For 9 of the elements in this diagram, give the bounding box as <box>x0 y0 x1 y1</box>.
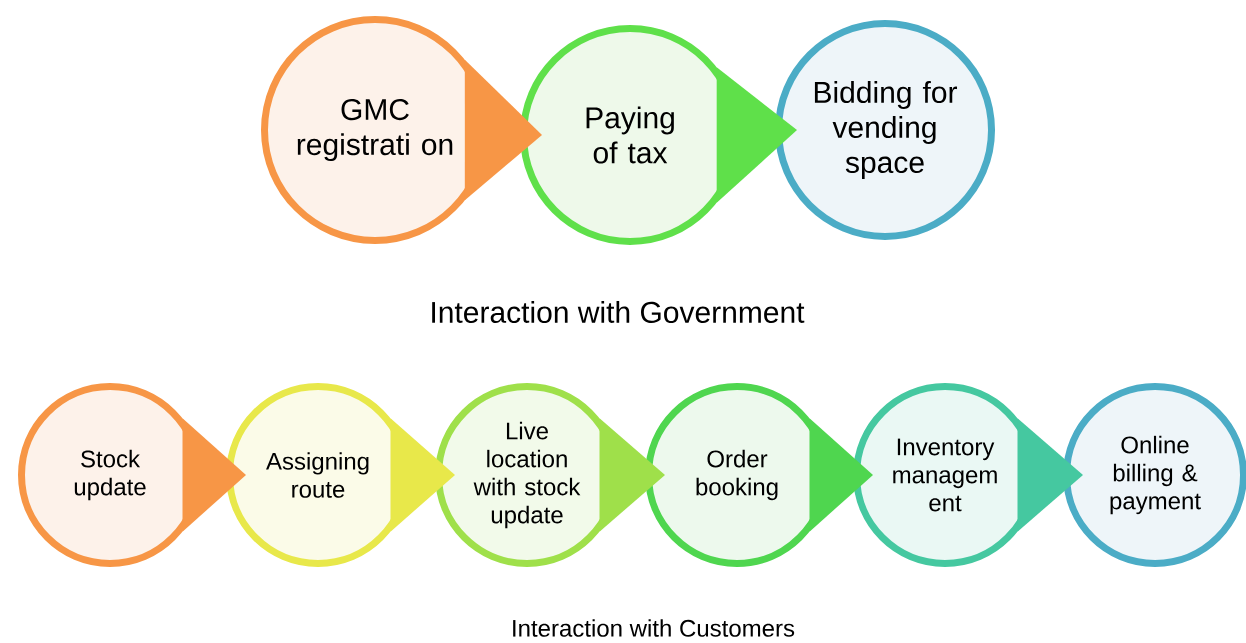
pointer-arrow <box>599 418 665 532</box>
pointer-arrow <box>809 418 873 532</box>
pointer-arrow <box>464 59 542 201</box>
pointer-arrow <box>182 418 246 532</box>
pointer-arrow <box>390 418 455 532</box>
section-caption: Interaction with Customers <box>513 619 795 637</box>
pointer-arrow <box>1017 418 1083 532</box>
section-caption: Interaction with Government <box>432 301 805 324</box>
pointer-arrow <box>716 67 797 203</box>
